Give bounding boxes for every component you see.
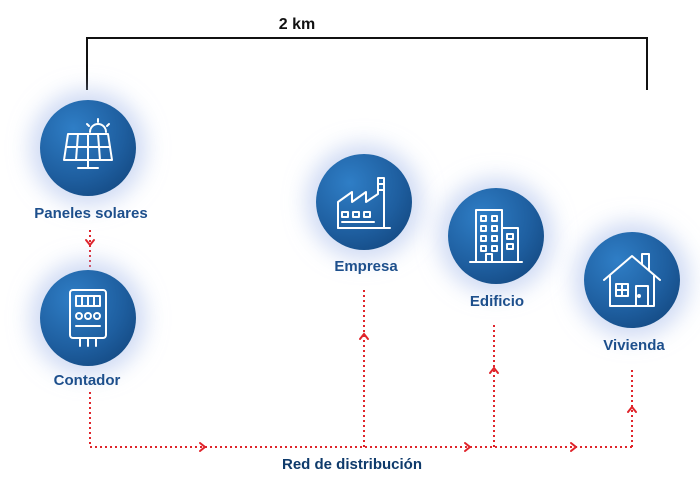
arrow-right-3 <box>570 442 578 452</box>
arrow-right-1 <box>199 442 207 452</box>
building-icon <box>469 209 523 263</box>
building-label: Edificio <box>469 293 525 310</box>
electric-meter-icon <box>69 289 107 347</box>
factory-icon <box>337 177 391 229</box>
arrow-up-company <box>359 332 369 340</box>
arrow-right-2 <box>464 442 472 452</box>
distance-bracket <box>86 37 648 90</box>
building-node <box>448 188 544 284</box>
solar-panel-icon <box>63 118 113 169</box>
arrow-up-house <box>627 405 637 413</box>
company-label: Empresa <box>334 258 398 275</box>
house-icon <box>603 253 661 307</box>
solar-panel-label: Paneles solares <box>34 205 148 222</box>
meter-label: Contador <box>53 372 121 389</box>
house-label: Vivienda <box>603 337 665 354</box>
meter-node <box>40 270 136 366</box>
house-node <box>584 232 680 328</box>
company-node <box>316 154 412 250</box>
network-label: Red de distribución <box>281 456 423 473</box>
solar-panel-node <box>40 100 136 196</box>
arrow-down-solar <box>85 239 95 247</box>
arrow-up-building <box>489 366 499 374</box>
distance-label: 2 km <box>278 16 316 33</box>
